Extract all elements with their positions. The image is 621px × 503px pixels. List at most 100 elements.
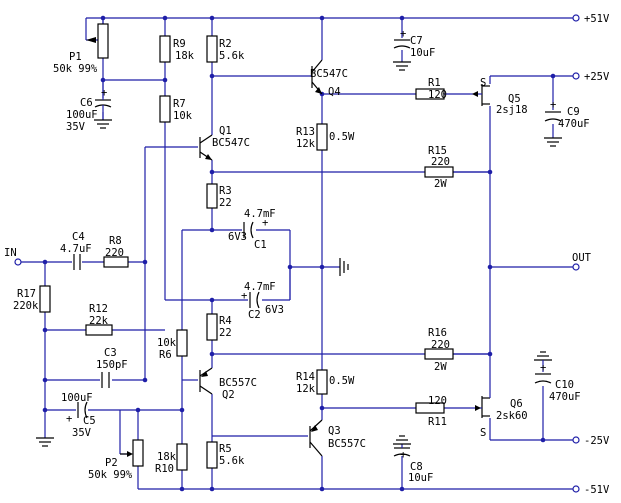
terminals	[14, 14, 580, 493]
q3-ref: Q3	[328, 425, 341, 437]
c9-value: 470uF	[558, 118, 590, 130]
resistor-r8	[103, 256, 129, 268]
r14-power: 0.5W	[329, 375, 355, 387]
r17-ref: R17	[17, 288, 36, 300]
p2-value: 50k 99%	[88, 469, 133, 481]
r2-ref: R2	[219, 38, 232, 50]
c8-ref: C8	[410, 461, 423, 473]
c1-ref: C1	[254, 239, 267, 251]
q1-ref: Q1	[219, 125, 232, 137]
q4-ref: Q4	[328, 86, 341, 98]
ground-c8-icon	[393, 435, 411, 445]
labels: +51V +25V OUT -25V -51V IN P1 50k 99% C6…	[4, 13, 610, 496]
ground-output-icon	[339, 258, 349, 276]
c9-ref: C9	[567, 106, 580, 118]
transistor-q3	[309, 419, 323, 457]
c8-plus: +	[400, 449, 406, 461]
resistor-r15	[424, 166, 454, 178]
resistor-r11	[415, 402, 445, 414]
resistor-r16	[424, 348, 454, 360]
c2-ref: C2	[248, 309, 261, 321]
r13-value: 12k	[296, 138, 316, 150]
wiper-p2	[127, 451, 133, 457]
r10-value: 18k	[157, 451, 177, 463]
r6-ref: R6	[159, 349, 172, 361]
c9-plus: +	[550, 99, 556, 111]
q6-source-pin: S	[480, 427, 486, 439]
resistor-r10	[176, 443, 188, 471]
wires	[20, 17, 573, 490]
transistors	[199, 59, 491, 457]
r16-ref: R16	[428, 327, 447, 339]
grounds	[36, 61, 562, 447]
r16-power: 2W	[434, 361, 447, 373]
r11-ref: R11	[428, 416, 447, 428]
c1-value: 4.7mF	[244, 208, 276, 220]
resistor-r3	[206, 183, 218, 209]
c5-voltage: 35V	[72, 427, 92, 439]
c3-ref: C3	[104, 347, 117, 359]
q5-value: 2sj18	[496, 104, 528, 116]
c10-ref: C10	[555, 379, 574, 391]
r2-value: 5.6k	[219, 50, 245, 62]
output-label: OUT	[572, 252, 592, 264]
c6-value: 100uF	[66, 109, 98, 121]
transistor-q5	[470, 84, 490, 106]
r9-ref: R9	[173, 38, 186, 50]
q4-value: BC547C	[310, 68, 348, 80]
rail-label-p51: +51V	[584, 13, 610, 25]
q3-value: BC557C	[328, 438, 366, 450]
terminal-out	[572, 263, 580, 271]
resistor-r14	[316, 369, 328, 395]
resistor-r9	[159, 35, 171, 63]
terminal-p25	[572, 72, 580, 80]
transistor-q4	[311, 59, 323, 95]
resistor-r6	[176, 329, 188, 357]
c3-value: 150pF	[96, 359, 128, 371]
r5-ref: R5	[219, 443, 232, 455]
r3-ref: R3	[219, 185, 232, 197]
r14-value: 12k	[296, 383, 316, 395]
resistors	[39, 23, 454, 471]
r8-ref: R8	[109, 235, 122, 247]
potentiometer-p1	[97, 23, 109, 59]
c10-value: 470uF	[549, 391, 581, 403]
transistor-q6	[470, 390, 491, 418]
c4-value: 4.7uF	[60, 243, 92, 255]
r8-value: 220	[105, 247, 124, 259]
resistor-r2	[206, 35, 218, 63]
resistor-r12	[85, 324, 113, 336]
terminal-m25	[572, 436, 580, 444]
c5-plus: +	[66, 413, 72, 425]
wiper-p1	[86, 37, 96, 43]
r6-value: 10k	[157, 337, 177, 349]
ground-c6-icon	[94, 119, 112, 129]
q6-ref: Q6	[510, 398, 523, 410]
q5-ref: Q5	[508, 93, 521, 105]
c10-plus: +	[540, 362, 546, 374]
c1-plus: +	[262, 217, 268, 229]
ground-c9-icon	[544, 137, 562, 147]
r4-value: 22	[219, 327, 232, 339]
q2-ref: Q2	[222, 389, 235, 401]
r9-value: 18k	[175, 50, 195, 62]
resistor-r7	[159, 95, 171, 123]
transistor-q1	[199, 134, 213, 161]
r1-value: 120	[428, 89, 447, 101]
r13-power: 0.5W	[329, 131, 355, 143]
r12-value: 22k	[89, 315, 109, 327]
r11-value: 120	[428, 395, 447, 407]
c2-value: 4.7mF	[244, 281, 276, 293]
c7-ref: C7	[410, 35, 423, 47]
capacitors	[73, 39, 562, 457]
terminal-p51	[572, 14, 580, 22]
c6-ref: C6	[80, 97, 93, 109]
c5-ref: C5	[83, 415, 96, 427]
c7-plus: +	[400, 28, 406, 40]
r13-ref: R13	[296, 126, 315, 138]
r15-value: 220	[431, 156, 450, 168]
transistor-q2	[199, 367, 213, 395]
r5-value: 5.6k	[219, 455, 245, 467]
ground-input-icon	[36, 437, 54, 447]
